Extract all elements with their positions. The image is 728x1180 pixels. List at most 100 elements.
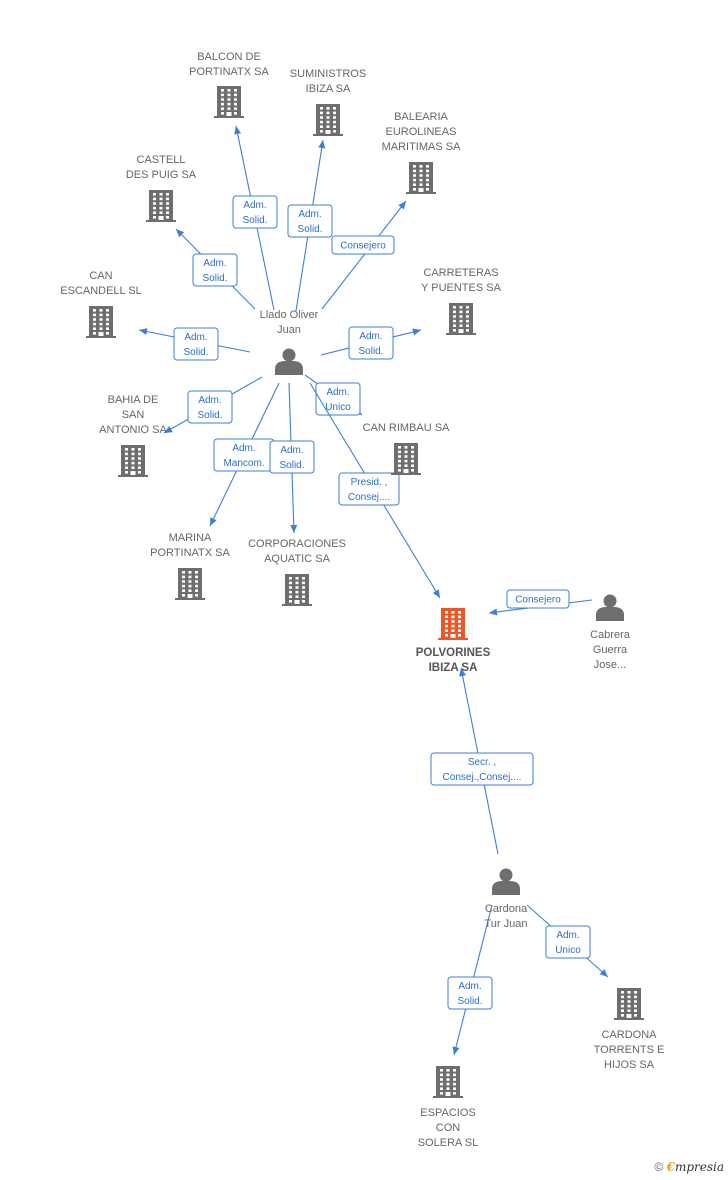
building-icon — [406, 162, 436, 194]
edge-label-box — [173, 327, 219, 361]
edge-label: Adm. — [232, 443, 255, 454]
relation-edge[interactable]: Adm. Solid. — [138, 327, 251, 361]
arrow-head-icon — [318, 140, 326, 149]
building-icon — [282, 574, 312, 606]
node-label: ESCANDELL SL — [60, 285, 142, 297]
edge-label: Adm. — [556, 930, 579, 941]
building-icon — [175, 568, 205, 600]
node-label: Cardona — [485, 903, 528, 915]
relation-edge[interactable]: Adm.Solid. — [232, 125, 278, 311]
edge-label: Adm. — [198, 395, 221, 406]
building-icon — [214, 86, 244, 118]
relation-edge[interactable]: Presid. ,Consej.... — [309, 382, 441, 599]
building-icon — [614, 988, 644, 1020]
node-label: SAN — [122, 409, 145, 421]
brand-logo[interactable]: €mpresia — [667, 1160, 724, 1174]
edge-label: Adm. — [298, 209, 321, 220]
building-icon — [391, 443, 421, 475]
relation-edge[interactable]: Adm.Solid. — [447, 904, 493, 1056]
company-node-suministros[interactable]: SUMINISTROS IBIZA SA — [290, 68, 366, 136]
relation-edge[interactable]: Secr. ,Consej.,Consej.... — [430, 667, 534, 855]
company-node-castell[interactable]: CASTELL DES PUIG SA — [126, 154, 197, 222]
arrow-head-icon — [459, 668, 466, 677]
arrow-head-icon — [412, 328, 421, 336]
edge-label: Solid. — [279, 460, 304, 471]
edge-label-box — [315, 382, 361, 416]
arrow-head-icon — [210, 517, 217, 526]
edge-label: Adm. — [280, 445, 303, 456]
arrow-head-icon — [599, 969, 608, 977]
node-label: Cabrera — [590, 629, 631, 641]
edge-label: Solid. — [197, 410, 222, 421]
relation-edge[interactable]: Consejero — [488, 589, 593, 616]
node-label: HIJOS SA — [604, 1059, 655, 1071]
building-icon — [446, 303, 476, 335]
node-label: SOLERA SL — [418, 1137, 479, 1149]
edge-line — [321, 200, 407, 310]
edge-label: Mancom. — [223, 458, 264, 469]
node-label: PORTINATX SA — [189, 66, 269, 78]
person-icon — [596, 594, 624, 621]
relation-edge[interactable]: Adm.Unico — [304, 374, 363, 416]
node-label: IBIZA SA — [306, 83, 351, 95]
building-icon — [86, 306, 116, 338]
relation-edge[interactable]: Adm.Solid. — [320, 326, 422, 360]
node-label: SUMINISTROS — [290, 68, 366, 80]
node-label: ESPACIOS — [420, 1107, 475, 1119]
node-label: CAN — [89, 270, 112, 282]
building-icon — [433, 1066, 463, 1098]
edge-label: Consej.,Consej.... — [443, 772, 522, 783]
relation-edge[interactable]: Adm.Solid. — [287, 139, 333, 312]
edge-label: Consejero — [340, 241, 386, 252]
relation-edge[interactable]: Adm.Solid. — [175, 228, 256, 310]
node-label: MARINA — [169, 532, 212, 544]
edge-label-box — [232, 195, 278, 229]
edge-label: Adm. — [184, 332, 207, 343]
copyright-symbol: © — [654, 1160, 664, 1174]
relation-edge[interactable]: Adm. Solid. — [269, 382, 315, 534]
node-label: IBIZA SA — [429, 662, 478, 674]
edge-label: Solid. — [183, 347, 208, 358]
edge-label-box — [338, 472, 400, 506]
node-label: CASTELL — [137, 154, 186, 166]
relation-edge[interactable]: Adm.Unico — [526, 904, 609, 978]
person-icon — [492, 868, 520, 895]
node-label: CARDONA — [601, 1029, 657, 1041]
company-node-rimbau[interactable]: CAN RIMBAU SA — [363, 422, 450, 475]
node-label: Jose... — [594, 659, 626, 671]
edge-label: Adm. — [326, 387, 349, 398]
person-node-cabrera[interactable]: CabreraGuerraJose... — [590, 594, 631, 672]
node-label: TORRENTS E — [594, 1044, 665, 1056]
node-label: DES PUIG SA — [126, 169, 197, 181]
edge-label: Solid. — [358, 346, 383, 357]
node-label: Tur Juan — [484, 918, 527, 930]
building-icon — [118, 445, 148, 477]
arrow-head-icon — [234, 126, 242, 135]
relation-edge[interactable]: Consejero — [321, 200, 407, 310]
edge-label: Adm. — [203, 258, 226, 269]
arrow-head-icon — [432, 589, 440, 598]
edge-label-box — [269, 440, 315, 474]
edge-label-box — [430, 752, 534, 786]
arrow-head-icon — [164, 425, 173, 433]
company-node-espacios[interactable]: ESPACIOS CON SOLERA SL — [418, 1066, 479, 1149]
node-label: CON — [436, 1122, 461, 1134]
edge-label: Solid. — [457, 996, 482, 1007]
company-node-escandell[interactable]: CAN ESCANDELL SL — [60, 270, 142, 338]
arrow-head-icon — [176, 229, 185, 238]
company-node-cardona-torrents[interactable]: CARDONA TORRENTS E HIJOS SA — [594, 988, 665, 1071]
building-icon — [146, 190, 176, 222]
relation-edge[interactable]: Adm. Solid. — [163, 376, 263, 434]
arrow-head-icon — [290, 524, 298, 533]
edge-label-box — [447, 976, 493, 1010]
edge-label: Solid. — [242, 215, 267, 226]
